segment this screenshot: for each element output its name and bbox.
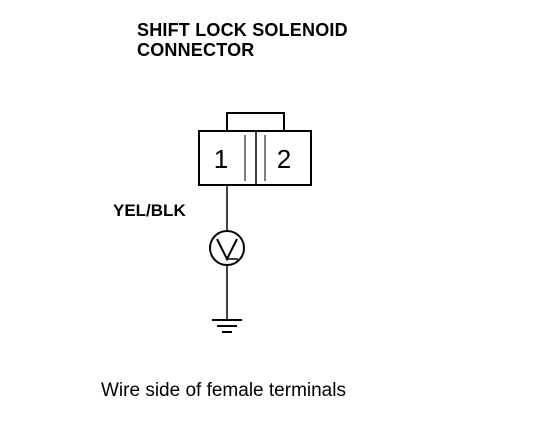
terminal-1-label: 1 [214,144,228,174]
wire-color-label: YEL/BLK [113,201,186,220]
terminal-2-label: 2 [277,144,291,174]
connector-lock-tab [226,112,285,131]
ground-icon [212,319,242,333]
title-line-1: SHIFT LOCK SOLENOID [137,20,348,40]
voltmeter-icon [209,230,245,266]
diagram-title: SHIFT LOCK SOLENOID CONNECTOR [137,20,348,60]
diagram-caption: Wire side of female terminals [101,380,346,401]
connector-body [198,130,312,186]
title-line-2: CONNECTOR [137,40,255,60]
